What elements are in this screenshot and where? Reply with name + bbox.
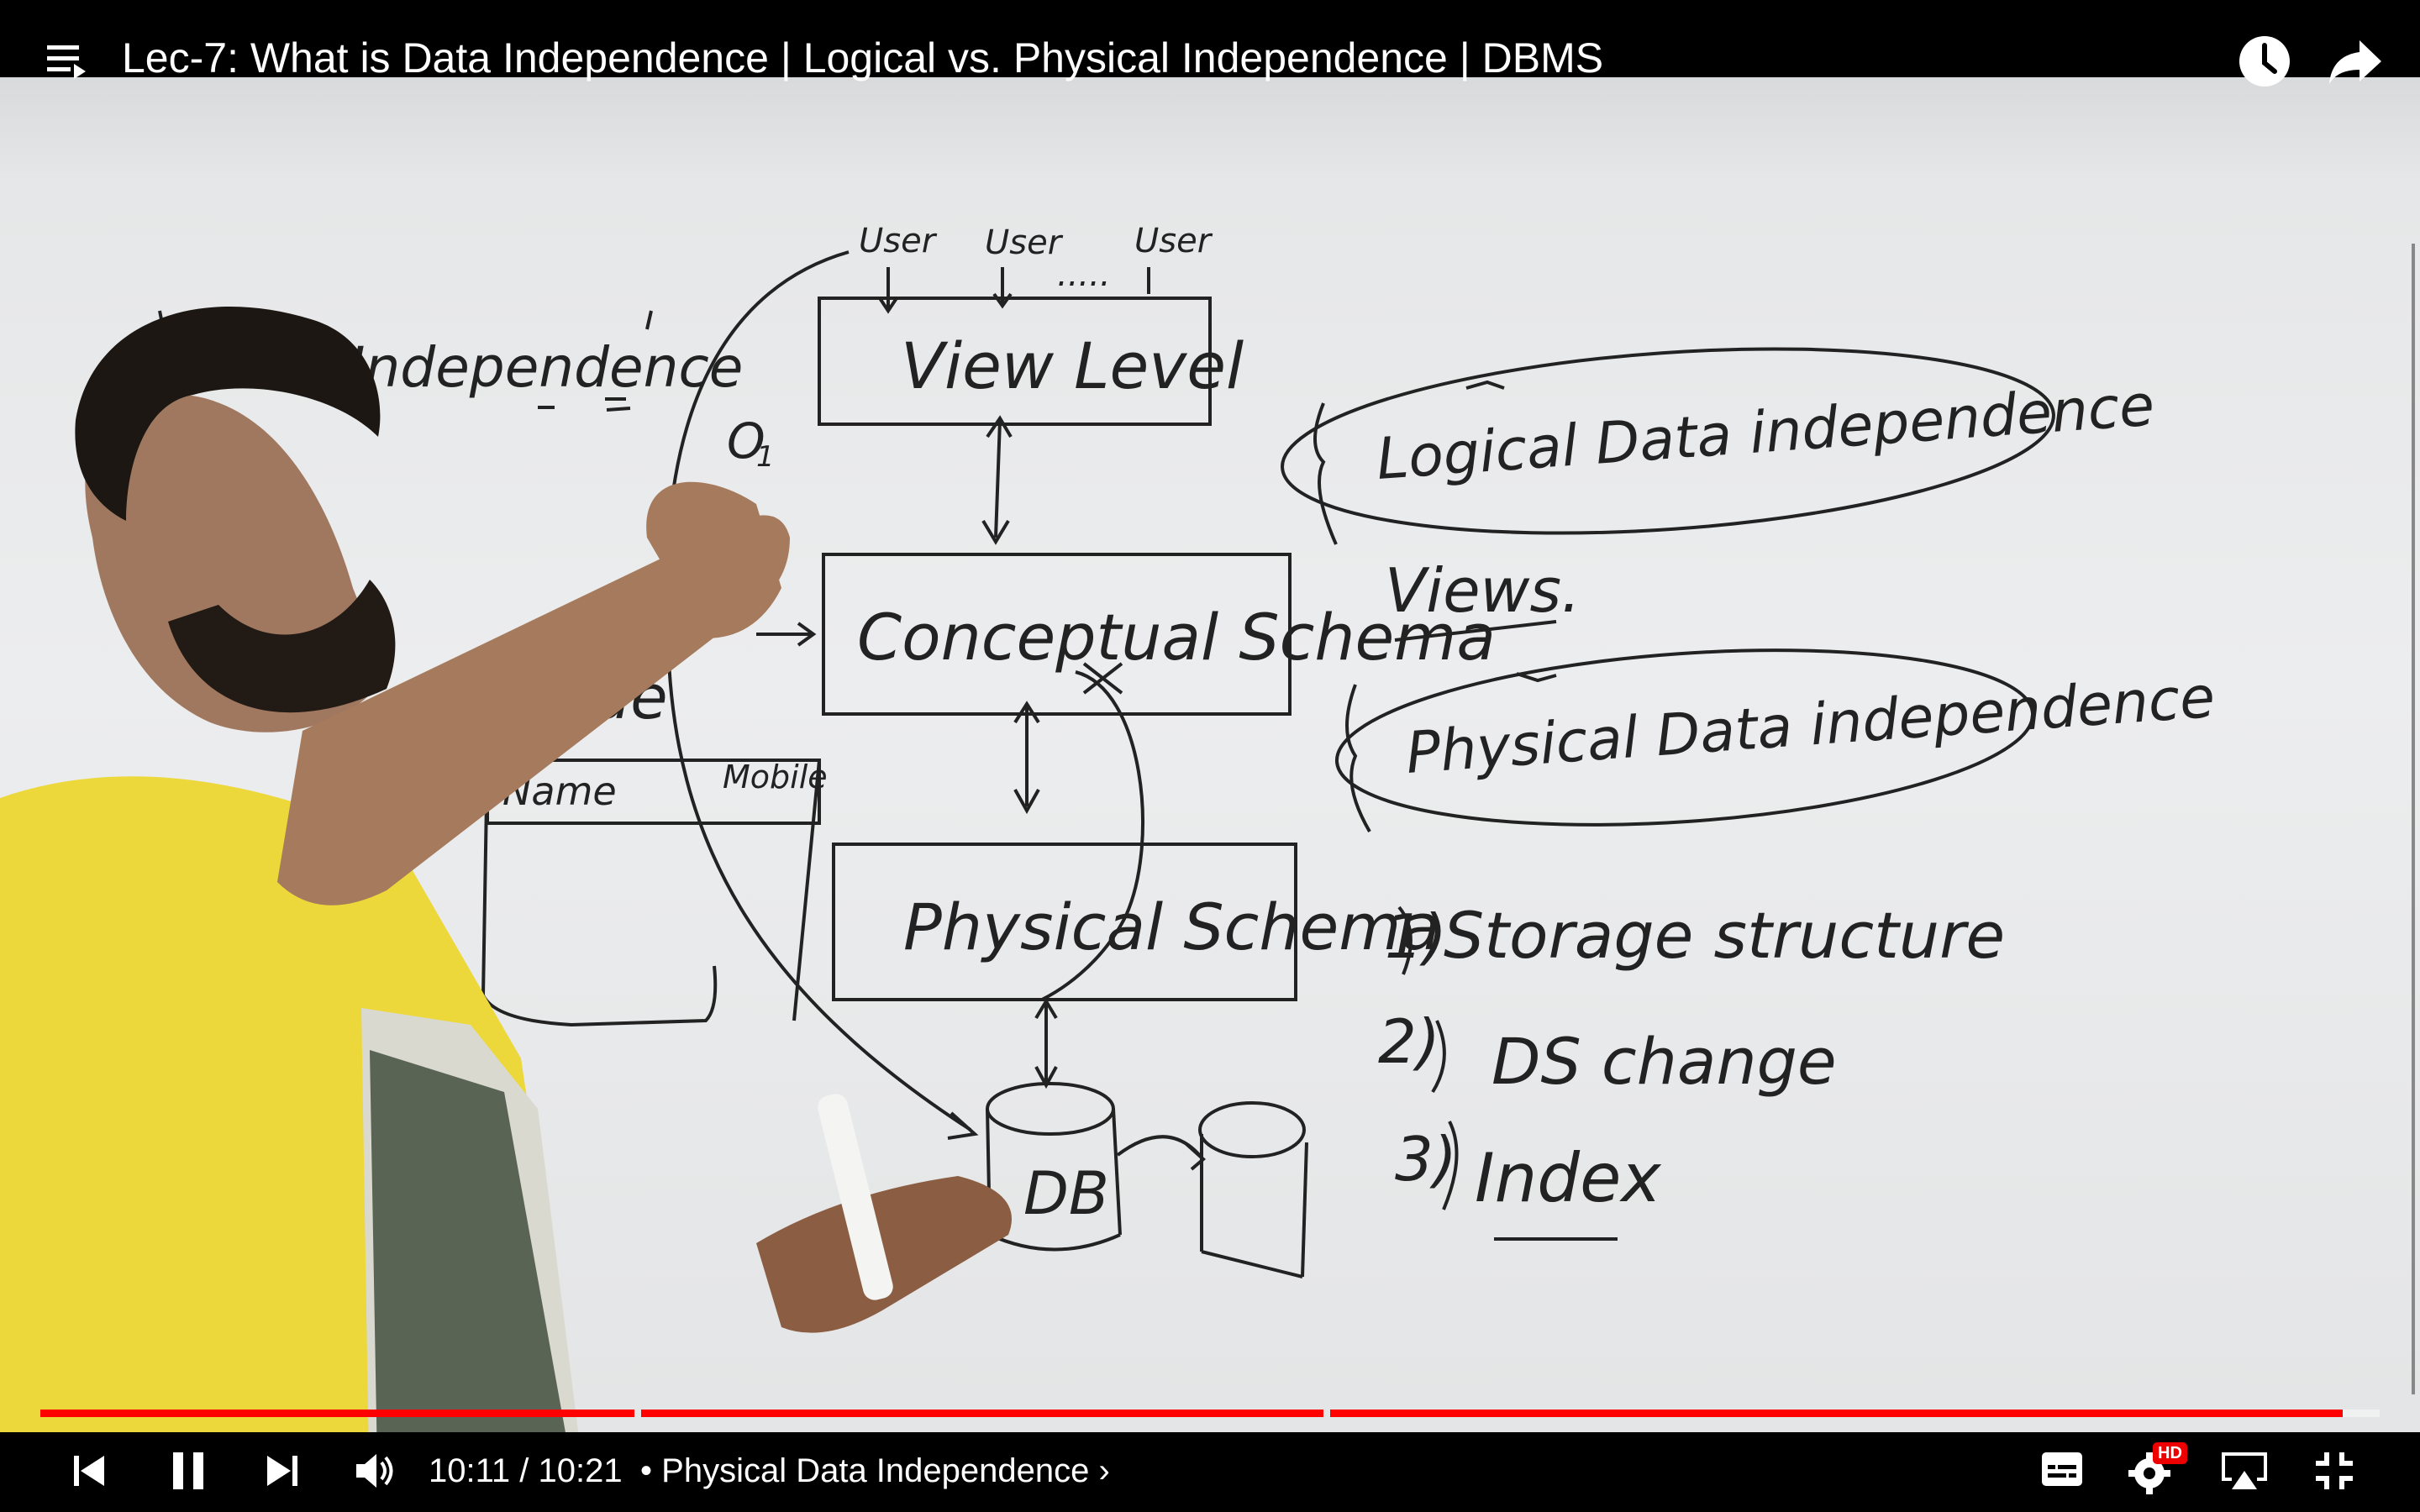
playlist-menu-icon[interactable] xyxy=(44,39,87,82)
user-label-2: User xyxy=(985,223,1064,262)
pause-icon[interactable] xyxy=(168,1449,210,1493)
list-num-1: 1) xyxy=(1385,901,1447,972)
share-icon[interactable] xyxy=(2326,34,2385,89)
whiteboard-heading: Independence xyxy=(349,335,743,400)
o1-note: O xyxy=(727,412,765,470)
user-ellipsis: ..... xyxy=(1057,255,1111,294)
captions-icon[interactable] xyxy=(2040,1451,2084,1488)
views-label: Views. xyxy=(1385,555,1581,626)
airplay-icon[interactable] xyxy=(2218,1449,2270,1493)
user-label-3: User xyxy=(1134,222,1213,260)
previous-icon[interactable] xyxy=(69,1451,109,1491)
physical-schema-label: Physical Schema xyxy=(903,890,1440,964)
list-text-3: Index xyxy=(1475,1139,1662,1217)
chapter-label: Physical Data Independence xyxy=(661,1452,1090,1489)
settings-icon[interactable] xyxy=(2128,1451,2175,1494)
list-num-2: 2) xyxy=(1378,1006,1440,1077)
progress-bar[interactable] xyxy=(0,1403,2420,1421)
player-controls: 10:11 / 10:21 • Physical Data Independen… xyxy=(0,1432,2420,1512)
next-icon[interactable] xyxy=(262,1451,302,1491)
video-title: Lec-7: What is Data Independence | Logic… xyxy=(122,34,1604,81)
progress-chapter-2[interactable] xyxy=(641,1410,1323,1417)
physical-data-independence-label: Physical Data independence xyxy=(1404,664,2217,787)
db-label: DB xyxy=(1023,1159,1109,1228)
chapter-title[interactable]: • Physical Data Independence › xyxy=(640,1446,1110,1496)
view-level-label: View Level xyxy=(901,328,1244,403)
user-label-1: User xyxy=(859,222,938,260)
o1-note-subscript: 1 xyxy=(756,440,775,474)
exit-fullscreen-icon[interactable] xyxy=(2312,1449,2356,1493)
conceptual-schema-label: Conceptual Schema xyxy=(857,600,1496,675)
top-bar: Lec-7: What is Data Independence | Logic… xyxy=(0,0,2420,87)
list-num-3: 3) xyxy=(1395,1124,1457,1194)
progress-remaining[interactable] xyxy=(2343,1410,2380,1417)
logical-data-independence-label: Logical Data independence xyxy=(1375,372,2157,493)
chapter-separator: • xyxy=(640,1452,653,1489)
list-text-2: DS change xyxy=(1491,1024,1837,1099)
volume-icon[interactable] xyxy=(353,1451,398,1491)
presenter-figure xyxy=(0,307,1012,1512)
hd-badge: HD xyxy=(2153,1442,2187,1464)
time-display: 10:11 / 10:21 xyxy=(429,1452,623,1489)
chevron-right-icon: › xyxy=(1098,1452,1110,1489)
list-text-1: Storage structure xyxy=(1444,898,2005,973)
table-col-mobile: Mobile xyxy=(723,759,828,795)
progress-chapter-1[interactable] xyxy=(40,1410,634,1417)
watch-later-icon[interactable] xyxy=(2237,34,2292,89)
progress-chapter-3[interactable] xyxy=(1330,1410,2343,1417)
